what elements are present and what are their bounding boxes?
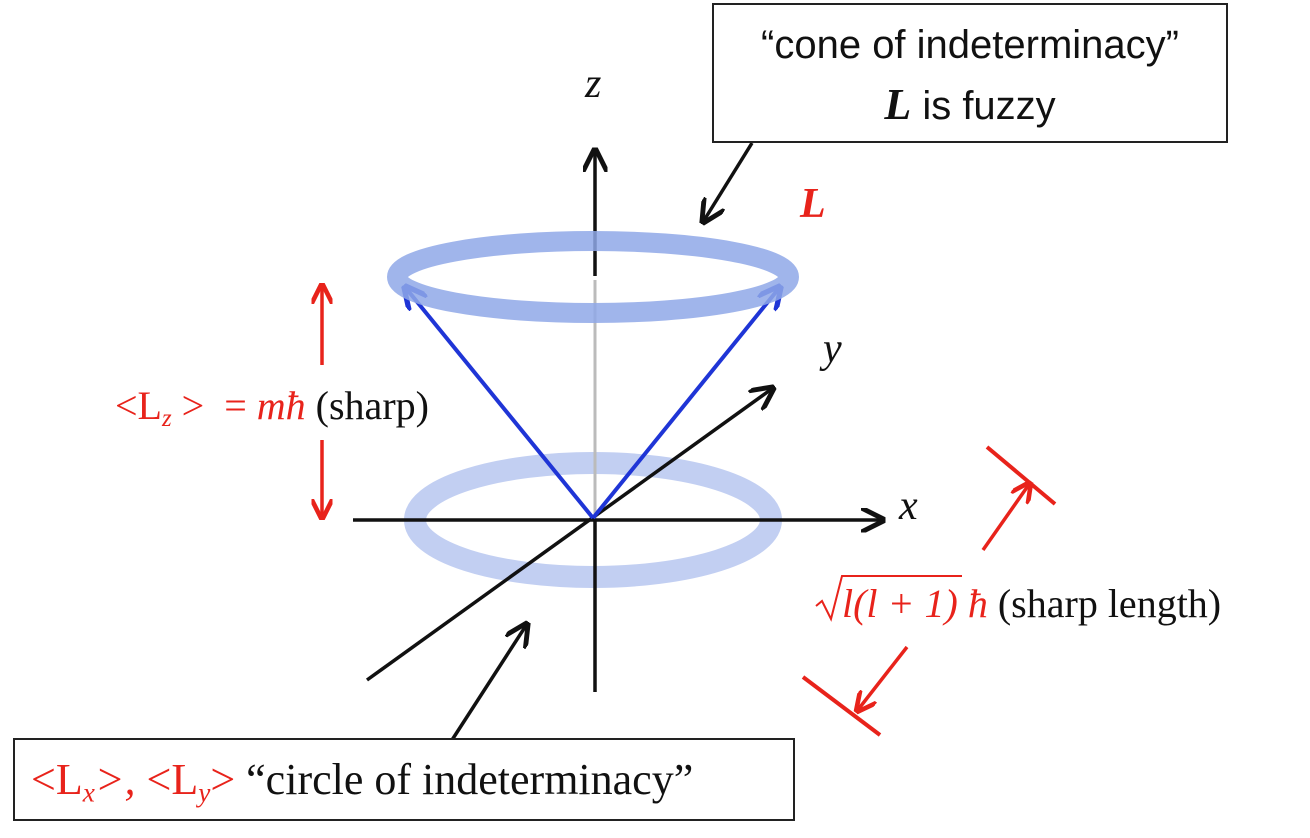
cone-vector-right	[591, 287, 780, 520]
lx-close: >,	[94, 755, 147, 804]
ly-sub: y	[198, 777, 211, 808]
length-annotation: l(l + 1) ħ (sharp length)	[842, 580, 1221, 627]
length-note: (sharp length)	[987, 581, 1222, 626]
length-radicand: l(l + 1)	[842, 581, 958, 626]
cone-callout-pointer	[703, 142, 754, 222]
x-axis-label: x	[899, 483, 918, 529]
circle-callout-pointer	[450, 624, 527, 741]
cone-callout-symbol: L	[884, 80, 912, 129]
lz-expr-open: <L	[115, 383, 162, 428]
circle-callout-text: “circle of indeterminacy”	[235, 755, 694, 804]
lz-expr-close: > =	[171, 383, 257, 428]
y-axis	[365, 388, 773, 682]
vector-label: L	[800, 181, 826, 227]
length-arrow-bottom	[857, 645, 909, 711]
cone-vector-left	[405, 287, 595, 520]
lx-open: <L	[31, 755, 83, 804]
cone-callout-line2: L is fuzzy	[714, 79, 1226, 130]
cone-callout-line1: “cone of indeterminacy”	[761, 23, 1179, 67]
lz-expr-m: m	[256, 383, 286, 428]
cone-callout-text: is fuzzy	[911, 84, 1056, 128]
length-tick-top	[985, 445, 1057, 506]
length-tick-bottom	[801, 675, 882, 737]
lz-note: (sharp)	[305, 383, 429, 428]
lx-sub: x	[82, 777, 95, 808]
length-arrow-top	[981, 483, 1030, 552]
z-axis-label: z	[585, 61, 602, 107]
lz-expr-sub: z	[162, 404, 172, 432]
circle-callout-row: <Lx>, <Ly> “circle of indeterminacy”	[31, 754, 693, 809]
ly-close: >	[210, 755, 236, 804]
cone-callout-box: “cone of indeterminacy” L is fuzzy	[712, 3, 1228, 143]
length-hbar: ħ	[957, 581, 988, 626]
ly-open: <L	[146, 755, 199, 804]
lz-annotation: <Lz > = mħ (sharp)	[115, 382, 429, 433]
lz-expr-hbar: ħ	[285, 383, 306, 428]
circle-callout-box: <Lx>, <Ly> “circle of indeterminacy”	[13, 738, 795, 821]
cone-of-indeterminacy-ring	[387, 231, 799, 323]
sqrt-radical	[815, 575, 962, 622]
y-axis-label: y	[823, 326, 842, 372]
